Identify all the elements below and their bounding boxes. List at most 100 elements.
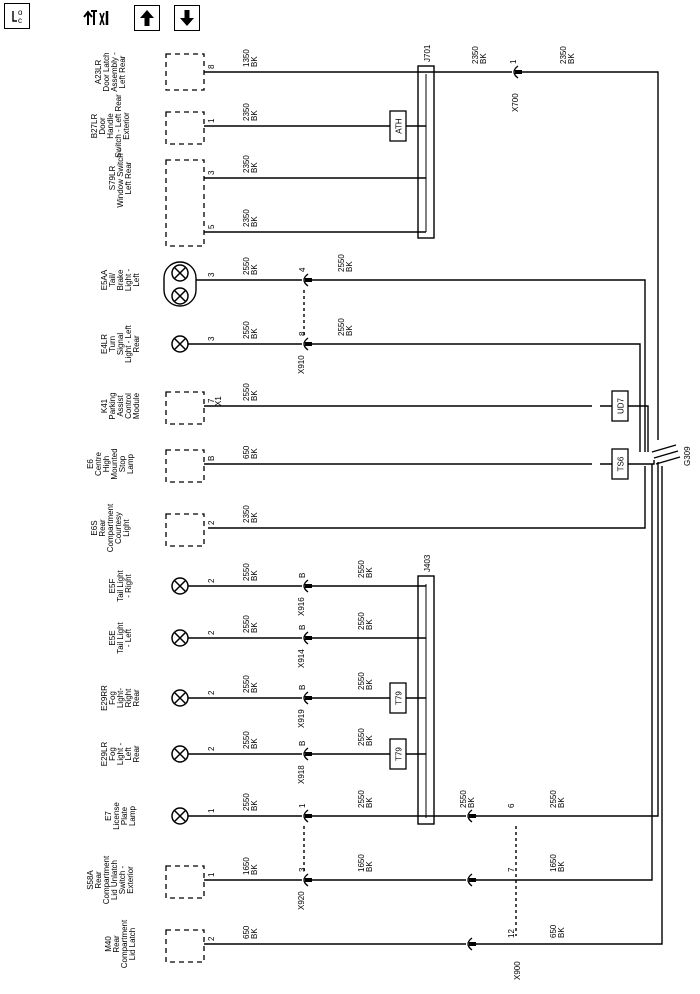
navigate-icon bbox=[83, 10, 109, 26]
wire-left-2-wire: 2350 bbox=[242, 155, 251, 173]
x700-label: X700 bbox=[511, 93, 520, 112]
e5e-right-wire: 2550 bbox=[357, 612, 366, 630]
s58-box bbox=[165, 865, 205, 899]
conn-e7 bbox=[303, 809, 309, 823]
e29rr-lamp-x bbox=[173, 691, 187, 705]
pin-11: 2 bbox=[207, 690, 216, 695]
pin-12: 2 bbox=[207, 746, 216, 751]
component-label-13: E7LicensePlateLamp bbox=[104, 802, 137, 830]
e4-right-wire: 2550 bbox=[337, 318, 346, 336]
e5aa-right-wire: 2550 bbox=[337, 254, 346, 272]
m40-box bbox=[165, 929, 205, 963]
conn-e4-pin bbox=[305, 342, 312, 346]
e6s-box bbox=[165, 513, 205, 547]
x918-label: X918 bbox=[297, 765, 306, 784]
splice-t79-lr-label: T79 bbox=[395, 747, 404, 761]
splice-ud7-label: UD7 bbox=[617, 397, 626, 414]
k41-conn: X1 bbox=[214, 396, 223, 406]
e7-mid-wire: 2550 bbox=[357, 790, 366, 808]
component-label-15: M40RearCompartmentLid Latch bbox=[104, 919, 137, 968]
conn-x700 bbox=[513, 65, 519, 79]
wire-left-10-color: BK bbox=[250, 622, 259, 633]
arrow-down-icon bbox=[180, 10, 194, 26]
wire-left-5-wire: 2550 bbox=[242, 321, 251, 339]
wire-left-14-wire: 1650 bbox=[242, 857, 251, 875]
component-label-6: K41ParkingAssistControlModule bbox=[100, 392, 141, 419]
splice-t79-rr-label: T79 bbox=[395, 691, 404, 705]
bus-e4 bbox=[312, 343, 641, 452]
pin-7: B bbox=[207, 456, 216, 461]
component-label-8: E6SRearCompartmentCourtesyLight bbox=[90, 503, 131, 552]
next-button[interactable] bbox=[174, 5, 200, 31]
component-label-12: E29LRFogLight -LeftRear bbox=[100, 742, 141, 767]
conn-e5f-pin bbox=[305, 584, 312, 588]
wire-left-2-color: BK bbox=[250, 162, 259, 173]
pin-9: 2 bbox=[207, 578, 216, 583]
e29lr-lamp-x bbox=[173, 747, 187, 761]
wire-left-7-wire: 650 bbox=[242, 445, 251, 459]
e7-mid-color: BK bbox=[365, 797, 374, 808]
wire-left-0-color: BK bbox=[250, 56, 259, 67]
e5aa-right-color: BK bbox=[345, 261, 354, 272]
arrow-up-icon bbox=[140, 10, 154, 26]
m40-pin-right: 12 bbox=[507, 929, 516, 938]
s58-mid-color: BK bbox=[365, 861, 374, 872]
conn-s58-pin bbox=[305, 878, 312, 882]
m40-far-wire: 650 bbox=[549, 924, 558, 938]
e5f-pin-right: B bbox=[298, 573, 307, 578]
wire-left-13-wire: 2550 bbox=[242, 793, 251, 811]
wire-left-4-color: BK bbox=[250, 264, 259, 275]
x900-label: X900 bbox=[513, 961, 522, 980]
e5f-right-color: BK bbox=[365, 567, 374, 578]
s58-mid-wire: 1650 bbox=[357, 854, 366, 872]
conn-e7-pin bbox=[305, 814, 312, 818]
j701-label: J701 bbox=[423, 44, 432, 62]
splice-ts6-box bbox=[611, 448, 629, 480]
component-label-9: E5FTail Light- Right bbox=[108, 569, 133, 601]
e5f-right-wire: 2550 bbox=[357, 560, 366, 578]
component-label-4: E5AATail/BrakeLight -Left bbox=[100, 269, 141, 292]
conn-m40 bbox=[467, 937, 473, 951]
e7-far-wire: 2550 bbox=[549, 790, 558, 808]
conn-e29rr bbox=[303, 691, 309, 705]
previous-button[interactable] bbox=[134, 5, 160, 31]
component-label-0: A23LRDoor LatchAssembly -Left Rear bbox=[94, 52, 127, 92]
e5aa-lamp-a-x bbox=[173, 266, 187, 280]
a23-right-color: BK bbox=[479, 53, 488, 64]
locator-button[interactable]: o c bbox=[4, 3, 30, 29]
wire-left-1-color: BK bbox=[250, 110, 259, 121]
component-label-14: S58ARearCompartmentLid UnlatchSwitch -Ex… bbox=[86, 855, 135, 904]
component-label-2: S79LRWindow Switch -Left Rear bbox=[108, 148, 133, 207]
e29rr-pin-right: B bbox=[298, 685, 307, 690]
conn-s58-b-pin bbox=[469, 878, 476, 882]
conn-m40-pin bbox=[469, 942, 476, 946]
e5e-lamp-x bbox=[173, 631, 187, 645]
splice-ts6-label: TS6 bbox=[617, 456, 626, 471]
e4-pin-right: 8 bbox=[298, 331, 307, 336]
x914-label: X914 bbox=[297, 649, 306, 668]
splice-ath-box bbox=[389, 110, 407, 142]
component-label-10: E5ETail Light- Left bbox=[108, 621, 133, 653]
wire-left-4-wire: 2550 bbox=[242, 257, 251, 275]
pin-0: 8 bbox=[207, 64, 216, 69]
navigate-button[interactable] bbox=[80, 5, 120, 31]
pin-8: 2 bbox=[207, 520, 216, 525]
e5e-pin-right: B bbox=[298, 625, 307, 630]
wire-left-3-color: BK bbox=[250, 216, 259, 227]
pin-3: 5 bbox=[207, 224, 216, 229]
m40-far-color: BK bbox=[557, 927, 566, 938]
e29lr-right-wire: 2550 bbox=[357, 728, 366, 746]
s58-far-wire: 1650 bbox=[549, 854, 558, 872]
b27-box bbox=[165, 111, 205, 145]
splice-ud7-box bbox=[611, 390, 629, 422]
conn-s58 bbox=[303, 873, 309, 887]
conn-e5e bbox=[303, 631, 309, 645]
bus-e7 bbox=[474, 462, 659, 817]
component-label-11: E29RRFogLight-RightRear bbox=[100, 685, 141, 711]
g309-label: G309 bbox=[683, 446, 692, 466]
conn-e5f bbox=[303, 579, 309, 593]
x919-label: X919 bbox=[297, 709, 306, 728]
conn-x700-pin bbox=[515, 70, 522, 74]
pin-1: 1 bbox=[207, 118, 216, 123]
